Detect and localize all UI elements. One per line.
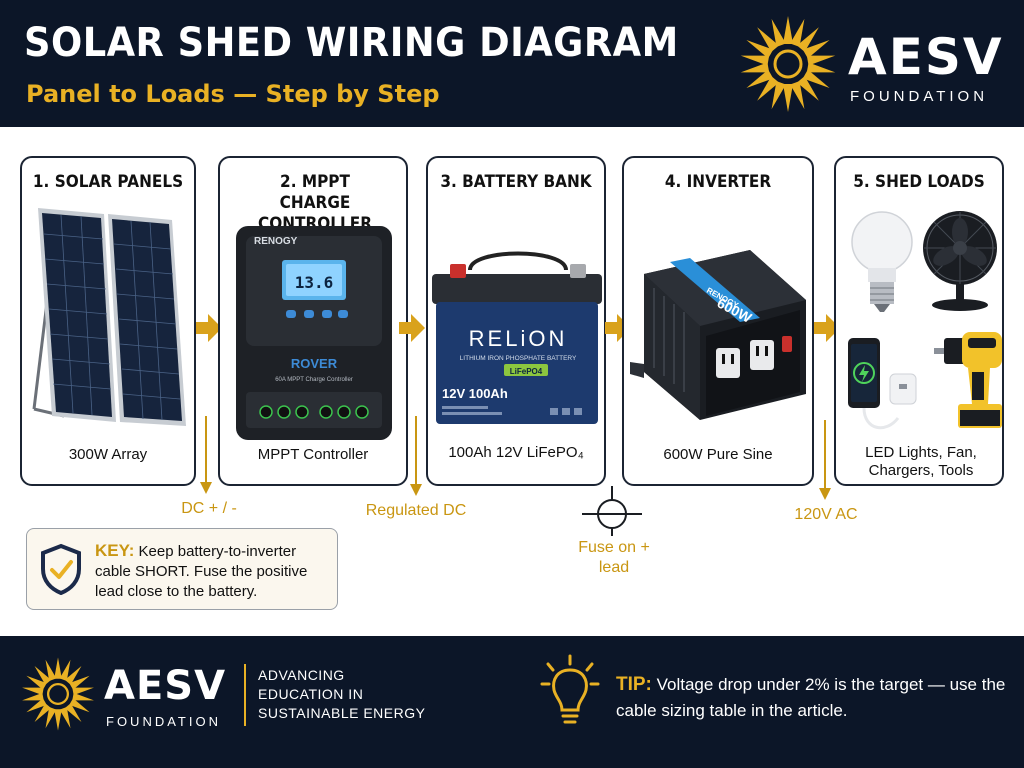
tip-text-block: TIP: Voltage drop under 2% is the target… [616,672,1016,724]
flow-label-regulated-dc: Regulated DC [365,502,467,519]
sun-icon [740,16,836,112]
step-card-shed-loads: 5. SHED LOADS [834,156,1004,486]
step-caption: 600W Pure Sine [663,446,773,463]
controller-model: ROVER [291,356,338,371]
flow-label-fuse: Fuse on + lead [578,539,650,576]
controller-brand: RENOGY [254,236,298,247]
step-card-solar-panels: 1. SOLAR PANELS 300W Array [20,156,196,486]
step-caption: 300W Array [68,446,148,463]
page-title: SOLAR SHED WIRING DIAGRAM [24,20,679,66]
drill-icon [934,332,1002,428]
brand-subtitle: FOUNDATION [850,88,989,105]
step-card-inverter: 4. INVERTER RENOGY 600W 600W Pure Sine [622,156,814,486]
battery-rating: 12V 100Ah [442,386,508,401]
footer-brand-subtitle: FOUNDATION [106,714,221,729]
step-card-charge-controller: 2. MPPT CHARGE CONTROLLER RENOGY 13.6 RO… [218,156,408,486]
sun-icon [22,657,94,731]
brand-logo: AESV FOUNDATION [738,14,1018,114]
lightbulb-icon [540,654,600,724]
solar-panel-icon [32,208,186,426]
charge-controller-icon: RENOGY 13.6 ROVER 60A MPPT Charge Contro… [236,226,392,440]
step-title: 4. INVERTER [664,172,772,192]
battery-type: LITHIUM IRON PHOSPHATE BATTERY [460,355,577,362]
footer-divider [244,664,246,726]
arrow-right-icon [196,314,222,342]
step-caption: 100Ah 12V LiFePO₄ [448,444,584,461]
tagline-line: ADVANCING [258,667,345,683]
arrow-down-icon [410,416,422,496]
arrow-right-icon [399,314,425,342]
step-title: 3. BATTERY BANK [440,172,592,192]
tip-text: Voltage drop under 2% is the target — us… [616,675,1006,720]
footer-banner: AESV FOUNDATION ADVANCING EDUCATION IN S… [0,636,1024,768]
step-caption: LED Lights, Fan, Chargers, Tools [865,444,977,479]
footer-brand-logo: AESV FOUNDATION [20,652,250,752]
controller-display: 13.6 [295,273,334,292]
flow-label-ac: 120V AC [794,506,858,523]
brand-name: AESV [848,28,1004,86]
arrow-right-icon [605,314,631,342]
phone-charger-icon [848,338,917,430]
controller-desc: 60A MPPT Charge Controller [275,377,353,383]
battery-chem: LiFePO4 [510,367,543,376]
battery-icon: RELiON LITHIUM IRON PHOSPHATE BATTERY Li… [432,251,602,424]
led-bulb-icon [851,211,913,312]
fuse-icon [582,486,642,536]
step-card-battery-bank: 3. BATTERY BANK RELiON LITHIUM IRON PHOS… [426,156,606,486]
key-text: Keep battery-to-inverter cable SHORT. Fu… [95,543,308,600]
flow-label-dc: DC + / - [181,500,237,517]
fan-icon [923,211,997,311]
battery-brand: RELiON [469,326,568,351]
tagline-line: SUSTAINABLE ENERGY [258,705,426,721]
inverter-icon: RENOGY 600W [630,250,806,420]
key-note-box: KEY: Keep battery-to-inverter cable SHOR… [26,528,338,610]
arrow-down-icon [819,420,831,500]
step-title: 1. SOLAR PANELS [32,172,184,192]
footer-tagline: ADVANCING EDUCATION IN SUSTAINABLE ENERG… [258,666,425,723]
tip-label: TIP: [616,674,652,695]
key-label: KEY: [95,541,135,560]
page-subtitle: Panel to Loads — Step by Step [26,80,440,108]
step-title: 5. SHED LOADS [853,172,985,192]
step-caption: MPPT Controller [257,446,369,463]
arrow-right-icon [814,314,840,342]
header-banner: SOLAR SHED WIRING DIAGRAM Panel to Loads… [0,0,1024,127]
arrow-down-icon [200,416,212,494]
shield-check-icon [41,543,81,595]
footer-brand-name: AESV [104,663,227,709]
tagline-line: EDUCATION IN [258,686,364,702]
